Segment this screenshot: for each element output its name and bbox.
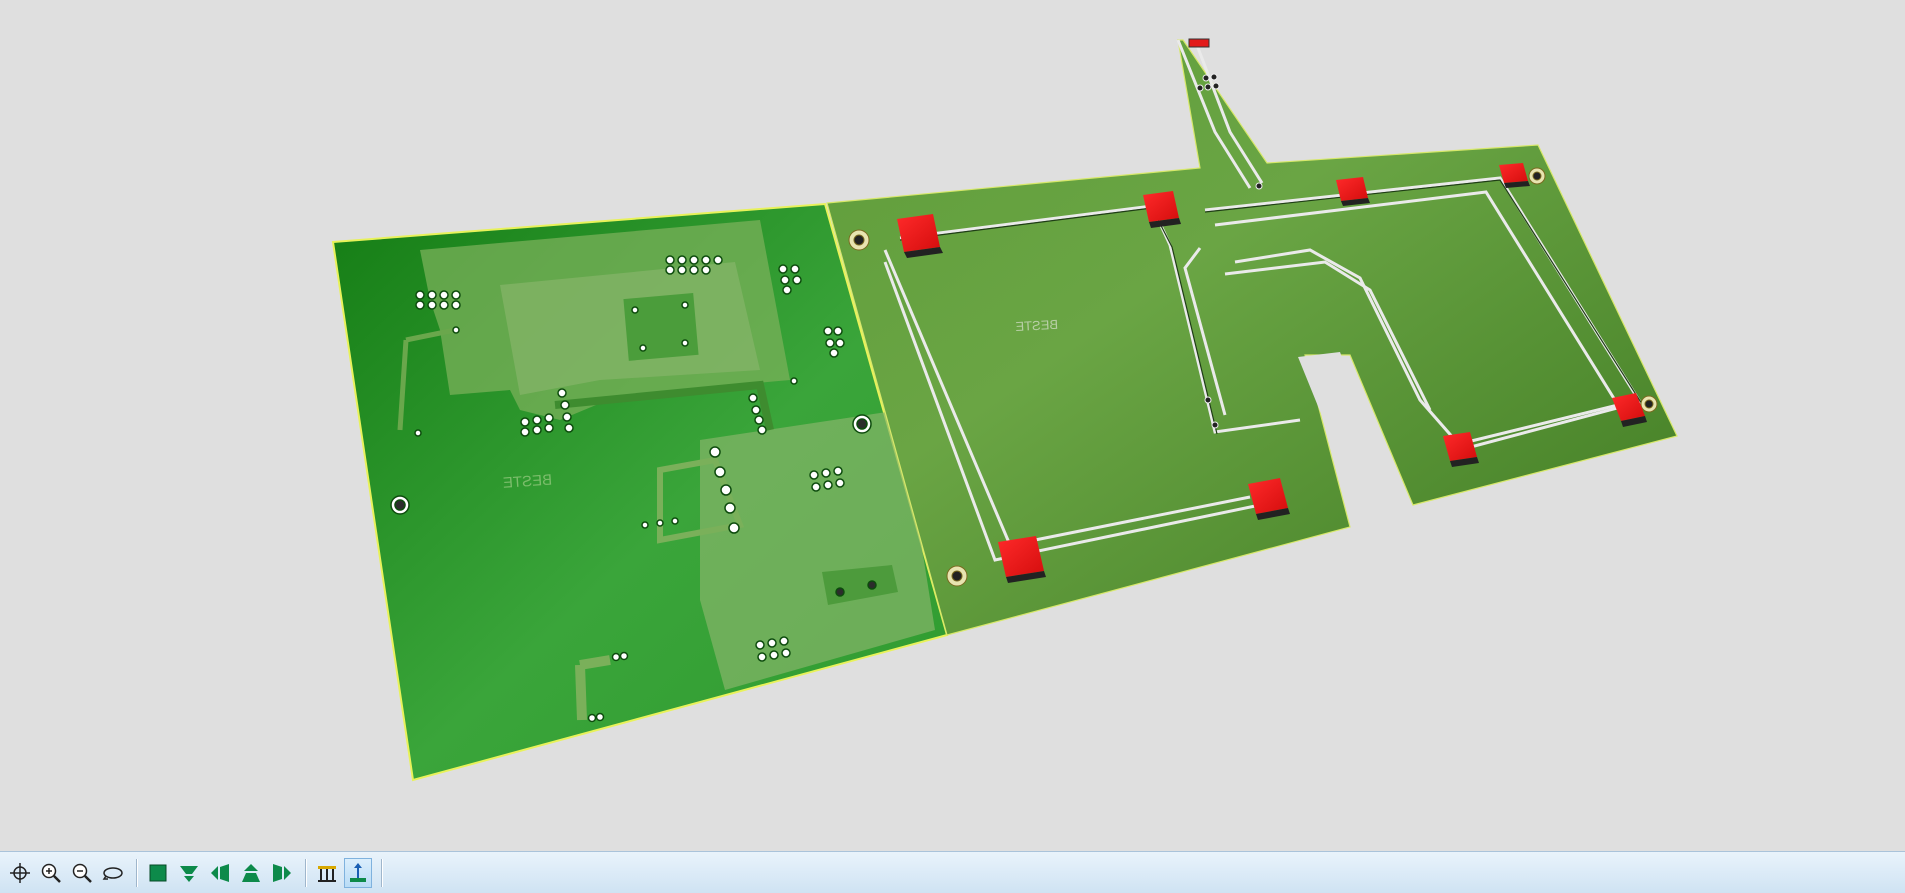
crosshair-icon xyxy=(10,862,30,883)
front-view-icon xyxy=(242,863,260,882)
bottom-view-icon xyxy=(180,865,198,882)
toolbar-separator xyxy=(381,858,383,887)
rotate-icon xyxy=(102,866,123,880)
center-view-button[interactable] xyxy=(6,858,34,888)
view-bottom-button[interactable] xyxy=(175,858,203,888)
toolbar-separator xyxy=(136,858,138,887)
silkscreen-left-label: BESTE xyxy=(502,471,552,491)
layers-button[interactable] xyxy=(313,858,341,888)
silkscreen-right-label: BESTE xyxy=(1015,317,1059,334)
component-height-icon xyxy=(350,862,366,882)
left-board-panel: BESTE xyxy=(331,202,949,782)
red-pads xyxy=(897,163,1647,583)
view-top-button[interactable] xyxy=(144,858,172,888)
settings-button[interactable] xyxy=(344,857,372,888)
right-board-panel: BESTE xyxy=(826,38,1678,636)
view-front-button[interactable] xyxy=(237,858,265,888)
zoom-in-icon xyxy=(41,863,61,883)
zoom-in-button[interactable] xyxy=(37,858,65,888)
toolbar-separator xyxy=(305,858,307,887)
view-right-button[interactable] xyxy=(268,858,296,888)
view-toolbar xyxy=(0,851,1905,893)
layers-icon xyxy=(318,865,336,882)
zoom-out-button[interactable] xyxy=(68,858,96,888)
rotate-view-button[interactable] xyxy=(99,858,127,888)
left-view-icon xyxy=(211,863,229,882)
zoom-out-icon xyxy=(72,863,92,883)
right-view-icon xyxy=(273,863,291,882)
view-left-button[interactable] xyxy=(206,858,234,888)
pcb-3d-view[interactable]: BESTE xyxy=(0,0,1905,851)
top-view-icon xyxy=(149,864,167,881)
3d-board-viewport[interactable]: BESTE xyxy=(0,0,1905,851)
